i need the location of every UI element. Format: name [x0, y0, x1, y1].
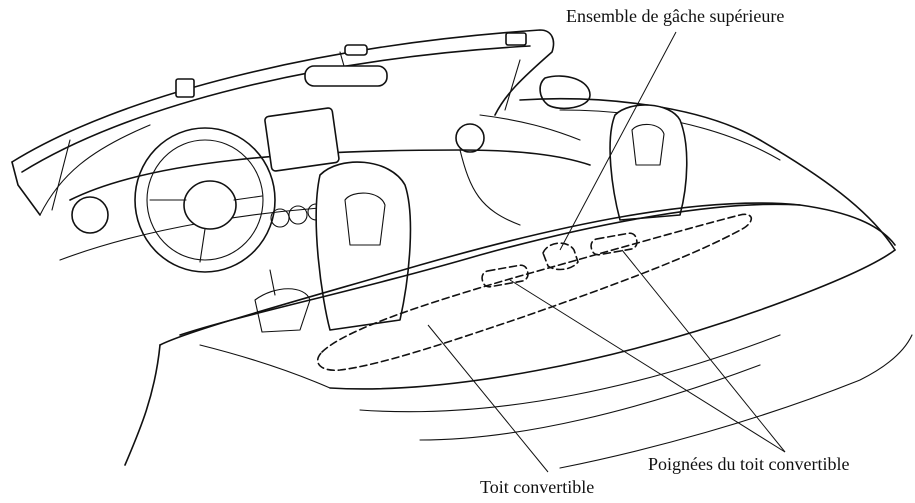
rearview-mirror: [304, 44, 388, 87]
windshield-frame: [11, 29, 555, 216]
center-display: [264, 107, 340, 172]
roof-handle-left: [481, 264, 529, 288]
visor-clip-left: [175, 78, 195, 98]
leader-handle-right: [621, 249, 786, 453]
right-vent: [455, 123, 485, 153]
left-vent: [71, 196, 109, 234]
convertible-roof-outline: [316, 213, 752, 372]
passenger-seat: [609, 104, 688, 221]
steering-wheel: [134, 127, 276, 273]
label-convertible-roof: Toit convertible: [480, 477, 595, 497]
visor-clip-right: [505, 32, 527, 46]
leader-handle-left: [509, 279, 786, 453]
leader-roof: [427, 324, 549, 473]
gear-lever: [254, 269, 311, 333]
label-roof-handles: Poignées du toit convertible: [648, 454, 850, 474]
side-mirror: [539, 75, 591, 110]
roof-handle-right: [590, 232, 638, 256]
label-upper-latch: Ensemble de gâche supérieure: [566, 6, 785, 26]
driver-seat: [315, 161, 412, 331]
upper-latch-outline: [542, 242, 579, 271]
leader-upper-latch: [559, 31, 677, 251]
dashboard: [59, 107, 591, 261]
rear-deck: [124, 202, 913, 469]
